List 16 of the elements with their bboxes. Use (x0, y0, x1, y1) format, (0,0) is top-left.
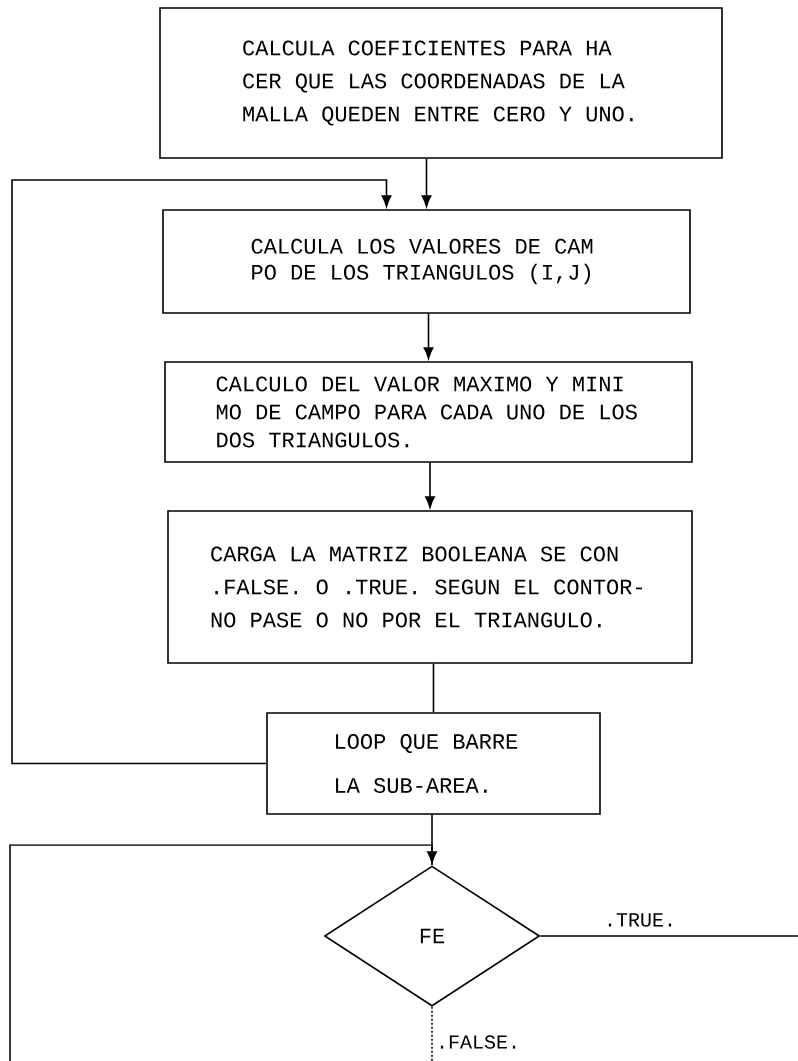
arrow (11, 179, 392, 765)
process-box: CALCULA LOS VALORES DE CAM PO DE LOS TRIANGULOS (I,J) (162, 209, 691, 314)
connector-line (431, 814, 433, 866)
arrow (9, 844, 437, 1061)
connector-line (539, 935, 798, 937)
process-box: CARGA LA MATRIZ BOOLEANA SE CON .FALSE. O .TRUE. SEGUN EL CONTOR- NO PASE O NO POR EL TRIANGULO. (167, 510, 693, 664)
process-box: CALCULO DEL VALOR MAXIMO Y MINI MO DE CAMPO PARA CADA UNO DE LOS DOS TRIANGULOS. (164, 361, 693, 463)
arrow (423, 313, 434, 359)
process-box: CALCULA COEFICIENTES PARA HA CER QUE LAS COORDENADAS DE LA MALLA QUEDEN ENTRE CERO Y UNO. (159, 7, 723, 159)
loop-box: LOOP QUE BARRE LA SUB-AREA. (266, 712, 601, 815)
connector-line (431, 1006, 433, 1061)
arrow (425, 462, 435, 508)
edge-label: .TRUE. (608, 913, 672, 927)
arrow (421, 158, 432, 207)
edge-label: .FALSE. (440, 1035, 516, 1049)
connector-line (432, 663, 435, 713)
